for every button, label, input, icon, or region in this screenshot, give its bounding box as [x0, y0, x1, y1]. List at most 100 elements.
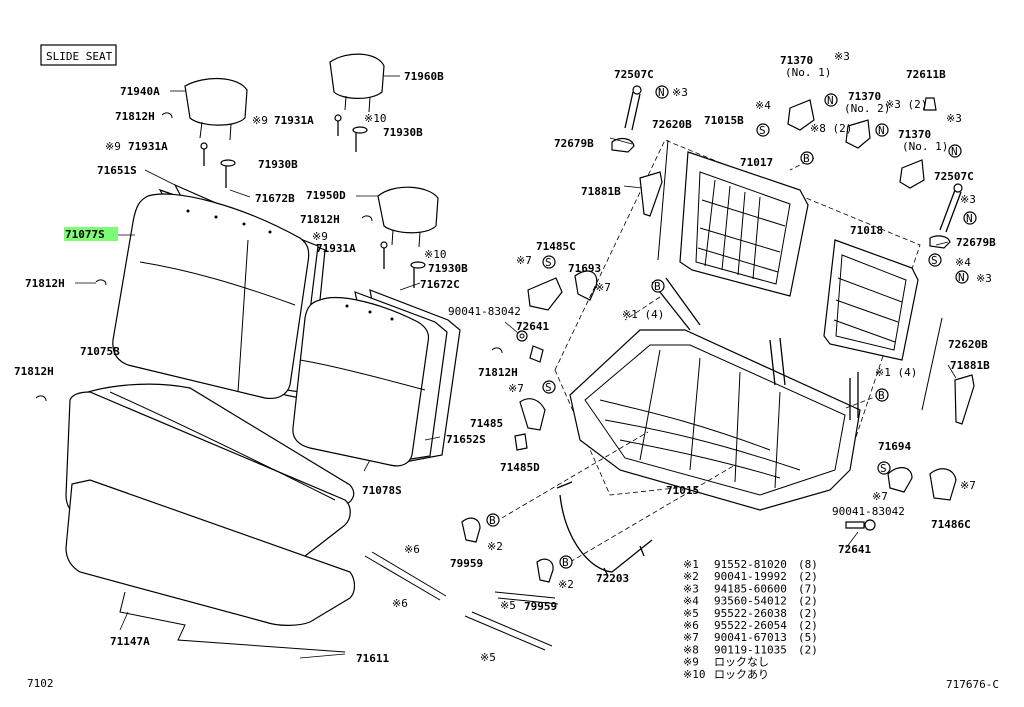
svg-text:※3: ※3	[976, 272, 992, 285]
bracket-71370-a	[787, 99, 815, 131]
striker-72507C-b	[939, 189, 962, 233]
svg-text:S: S	[931, 254, 938, 267]
svg-text:※3: ※3	[834, 50, 850, 63]
label-71812H: 71812H	[300, 213, 340, 226]
svg-text:N: N	[951, 145, 958, 158]
legend-part-code: 90119-11035	[714, 643, 787, 656]
seat-back-71078S	[292, 297, 430, 467]
legend-mark: ※6	[683, 619, 699, 632]
seat-back-71077S	[112, 193, 310, 400]
legend-mark: ※3	[683, 582, 699, 595]
svg-text:N: N	[958, 271, 965, 284]
seat-back-assembly	[65, 53, 559, 653]
label-71931A: 71931A	[274, 114, 314, 127]
cover-79959-a	[461, 517, 481, 543]
cap-72611B	[923, 97, 937, 111]
svg-text:※7: ※7	[508, 382, 524, 395]
legend-part-code: 93560-54012	[714, 595, 787, 608]
bracket-71370-b	[845, 119, 871, 149]
svg-text:B: B	[878, 389, 885, 402]
legend-mark: ※1	[683, 558, 699, 571]
legend-quantity: (2)	[798, 607, 818, 620]
bracket-71485	[519, 398, 546, 431]
legend-quantity: (7)	[798, 582, 818, 595]
lever-71693	[574, 270, 598, 301]
svg-text:※3: ※3	[672, 86, 688, 99]
svg-text:※7: ※7	[872, 490, 888, 503]
back-frame-71017	[679, 151, 809, 297]
bracket-71370-c	[899, 159, 925, 189]
svg-text:※3: ※3	[960, 193, 976, 206]
svg-text:※2: ※2	[487, 540, 503, 553]
svg-text:N: N	[827, 94, 834, 107]
label-71485: 71485	[470, 417, 503, 430]
svg-text:(No. 1): (No. 1)	[902, 140, 948, 153]
legend-quantity: (2)	[798, 619, 818, 632]
back-frame-71018	[823, 239, 919, 361]
legend-part-code: 91552-81020	[714, 558, 787, 571]
label-71931A: 71931A	[316, 242, 356, 255]
legend-part-code: 94185-60600	[714, 582, 787, 595]
striker-72507C-a	[624, 91, 641, 131]
label-71881B: 71881B	[581, 185, 621, 198]
label-71018: 71018	[850, 224, 883, 237]
svg-text:※6: ※6	[404, 543, 420, 556]
label-71940A: 71940A	[120, 85, 160, 98]
legend-mark: ※10	[683, 668, 705, 681]
legend-mark: ※8	[683, 643, 699, 656]
headrest-left	[184, 77, 248, 126]
legend-quantity: (5)	[798, 631, 818, 644]
tether-71881B-a	[639, 171, 663, 217]
label-72679B: 72679B	[554, 137, 594, 150]
label-71672C: 71672C	[420, 278, 460, 291]
svg-text:※7: ※7	[595, 281, 611, 294]
svg-text:※9: ※9	[105, 140, 121, 153]
label-71930B: 71930B	[428, 262, 468, 275]
label-71693: 71693	[568, 262, 601, 275]
label-72620B: 72620B	[652, 118, 692, 131]
label-71672B: 71672B	[255, 192, 295, 205]
label-71694: 71694	[878, 440, 911, 453]
svg-text:S: S	[759, 124, 766, 137]
label-71611: 71611	[356, 652, 389, 665]
svg-text:B: B	[803, 152, 810, 165]
svg-text:※1 (4): ※1 (4)	[875, 366, 917, 379]
svg-text:B: B	[489, 514, 496, 527]
part-labels: 71940A 71812H ※9 71931A 71930B 71651S 71…	[14, 50, 996, 665]
svg-text:B: B	[562, 556, 569, 569]
headrest-center	[329, 53, 385, 99]
cover-79959-b	[536, 558, 554, 583]
headrest-right	[377, 186, 439, 234]
label-71370: 71370	[848, 90, 881, 103]
svg-text:※9: ※9	[312, 230, 328, 243]
svg-text:S: S	[545, 381, 552, 394]
svg-text:※3: ※3	[946, 112, 962, 125]
label-79959: 79959	[450, 557, 483, 570]
legend-quantity: (8)	[798, 558, 818, 571]
hinge-parts	[461, 270, 653, 583]
svg-text:※5: ※5	[500, 599, 516, 612]
label-71652S: 71652S	[446, 433, 486, 446]
legend-part-code: 95522-26038	[714, 607, 787, 620]
svg-text:※9: ※9	[252, 114, 268, 127]
label-71077S[interactable]: 71077S	[65, 228, 105, 241]
legend-row: ※1 91552-81020 (8)	[683, 558, 818, 571]
label-71015: 71015	[666, 484, 699, 497]
svg-text:S: S	[880, 462, 887, 475]
label-71017: 71017	[740, 156, 773, 169]
label-71930B: 71930B	[383, 126, 423, 139]
label-71931A: 71931A	[128, 140, 168, 153]
label-71812H: 71812H	[25, 277, 65, 290]
svg-text:※8 (2): ※8 (2)	[810, 122, 852, 135]
page-code-right: 717676-C	[946, 678, 999, 691]
svg-text:※5: ※5	[480, 651, 496, 664]
seat-cushion-pad-71147A	[65, 479, 356, 626]
